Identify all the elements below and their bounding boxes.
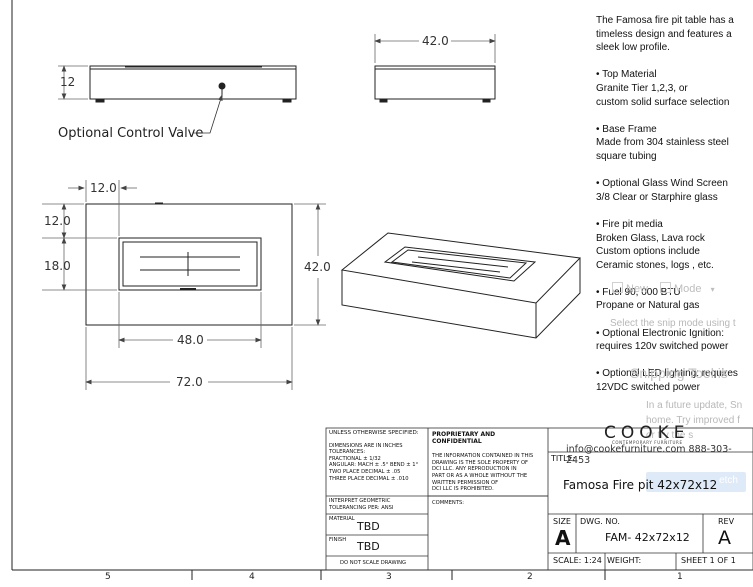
zone-number: 2 [527, 572, 533, 582]
snip-title: Snipping Tool is [630, 365, 728, 381]
tolerance-line: TOLERANCES: [329, 449, 366, 456]
snip-body-line: In a future update, Sn [646, 400, 743, 411]
spec-sheet: The Famosa fire pit table has a timeless… [596, 14, 752, 395]
depth-dim: 42.0 [304, 260, 331, 274]
spec-intro-line: sleek low profile. [596, 42, 670, 54]
spec-line: • Optional Electronic Ignition: [596, 327, 725, 339]
zone-number: 5 [105, 572, 111, 582]
side-view [374, 65, 496, 103]
tolerance-line: THREE PLACE DECIMAL ± .010 [329, 475, 409, 482]
chevron-down-icon: ▾ [710, 285, 715, 294]
spec-line: Made from 304 stainless steel [596, 137, 729, 149]
isometric-view [340, 232, 582, 339]
spec-line: Propane or Natural gas [596, 300, 700, 312]
front-view [89, 65, 297, 103]
interpret-block: INTERPRET GEOMETRIC TOLERANCING PER: ANS… [329, 498, 393, 511]
finish-value: TBD [357, 540, 380, 553]
proprietary-line: PART OR AS A WHOLE WITHOUT THE [432, 472, 528, 479]
dwg-label: DWG. NO. [580, 517, 620, 526]
length-dim: 72.0 [176, 375, 203, 389]
spec-line: • Optional LED lighting: requires [596, 368, 738, 380]
tolerance-line: FRACTIONAL ± 1/32 [329, 455, 381, 462]
rev-value: A [718, 527, 731, 549]
spec-line: requires 120v switched power [596, 341, 729, 353]
proprietary-line: DCI LLC IS PROHIBITED. [432, 486, 494, 493]
spec-line: square tubing [596, 150, 657, 162]
zone-number: 1 [677, 572, 683, 582]
interpret-line: TOLERANCING PER: ANSI [329, 504, 394, 511]
company-tagline: CONTEMPORARY FURNITURE [612, 440, 683, 445]
top-inner-dim: 12.0 [44, 214, 71, 228]
top-offset-dim: 12.0 [90, 181, 117, 195]
burner-width-dim: 18.0 [44, 259, 71, 273]
front-height-dim: 12 [60, 75, 76, 89]
company-contact: info@cookefurniture.com 888-303-2453 [566, 444, 732, 466]
proprietary-line: DCI LLC. ANY REPRODUCTION IN [432, 466, 517, 473]
spec-line: custom solid surface selection [596, 96, 730, 108]
burner-length-dim: 48.0 [177, 333, 204, 347]
spec-line: 12VDC switched power [596, 382, 700, 394]
proprietary-line: THE INFORMATION CONTAINED IN THIS [432, 453, 534, 460]
control-valve-label: Optional Control Valve [58, 126, 204, 141]
snip-hint: Select the snip mode using t [610, 318, 736, 329]
tolerance-line: DIMENSIONS ARE IN INCHES [329, 442, 403, 449]
size-label: SIZE [553, 517, 571, 526]
zone-number: 3 [386, 572, 392, 582]
spec-line: Broken Glass, Lava rock [596, 232, 705, 244]
proprietary-block: PROPRIETARY AND CONFIDENTIAL THE INFORMA… [432, 431, 546, 493]
tolerance-block: UNLESS OTHERWISE SPECIFIED: DIMENSIONS A… [329, 430, 426, 482]
comments-label: COMMENTS: [432, 500, 465, 506]
scale-text: SCALE: 1:24 [553, 556, 602, 565]
size-value: A [555, 526, 571, 550]
tolerance-heading: UNLESS OTHERWISE SPECIFIED: [329, 430, 419, 436]
snip-action-button[interactable]: etch [646, 472, 746, 492]
snip-new-button[interactable]: New [612, 282, 648, 295]
top-view [85, 202, 293, 326]
tolerance-line: ANGULAR: MACH ± .5° BEND ± 1° [329, 462, 419, 469]
proprietary-line: WRITTEN PERMISSION OF [432, 479, 499, 486]
interpret-line: INTERPRET GEOMETRIC [329, 498, 391, 504]
material-value: TBD [357, 520, 380, 533]
dwg-value: FAM- 42x72x12 [605, 531, 690, 544]
rev-label: REV [718, 517, 735, 526]
zone-number: 4 [249, 572, 255, 582]
sheet-text: SHEET 1 OF 1 [681, 556, 736, 565]
proprietary-line: DRAWING IS THE SOLE PROPERTY OF [432, 459, 529, 466]
side-width-dim: 42.0 [422, 34, 449, 48]
title-label: TITLE: [551, 454, 576, 463]
proprietary-heading: PROPRIETARY AND CONFIDENTIAL [432, 431, 496, 445]
spec-line: Custom options include [596, 246, 700, 258]
snip-body-line: or try the s [646, 430, 694, 441]
snip-mode-button[interactable]: Mode ▾ [660, 282, 715, 295]
spec-line: • Top Material [596, 69, 657, 81]
spec-line: Granite Tier 1,2,3, or [596, 82, 688, 94]
weight-text: WEIGHT: [607, 556, 642, 565]
material-label: MATERIAL [329, 516, 355, 522]
title-value: Famosa Fire pit 42x72x12 [563, 478, 718, 492]
tolerance-line: TWO PLACE DECIMAL ± .05 [329, 468, 401, 475]
snipping-tool-overlay: New Mode ▾ Select the snip mode using t … [604, 272, 753, 492]
snip-mode-icon [660, 282, 671, 293]
spec-intro-line: The Famosa fire pit table has a [596, 15, 734, 26]
company-logo: COOKE [604, 423, 690, 443]
snip-body-line: home. Try improved f [646, 415, 740, 426]
spec-intro-line: timeless design and features a [596, 28, 732, 40]
spec-line: Ceramic stones, logs , etc. [596, 259, 714, 271]
snip-new-icon [612, 282, 623, 293]
spec-line: • Fuel 90, 000 BTU [596, 286, 681, 298]
title-block-grid [325, 427, 753, 571]
spec-line: 3/8 Clear or Starphire glass [596, 191, 718, 203]
spec-line: • Optional Glass Wind Screen [596, 178, 728, 190]
do-not-scale-note: DO NOT SCALE DRAWING [340, 560, 407, 566]
spec-line: • Fire pit media [596, 218, 663, 230]
finish-label: FINISH [329, 537, 347, 543]
spec-line: • Base Frame [596, 123, 657, 135]
